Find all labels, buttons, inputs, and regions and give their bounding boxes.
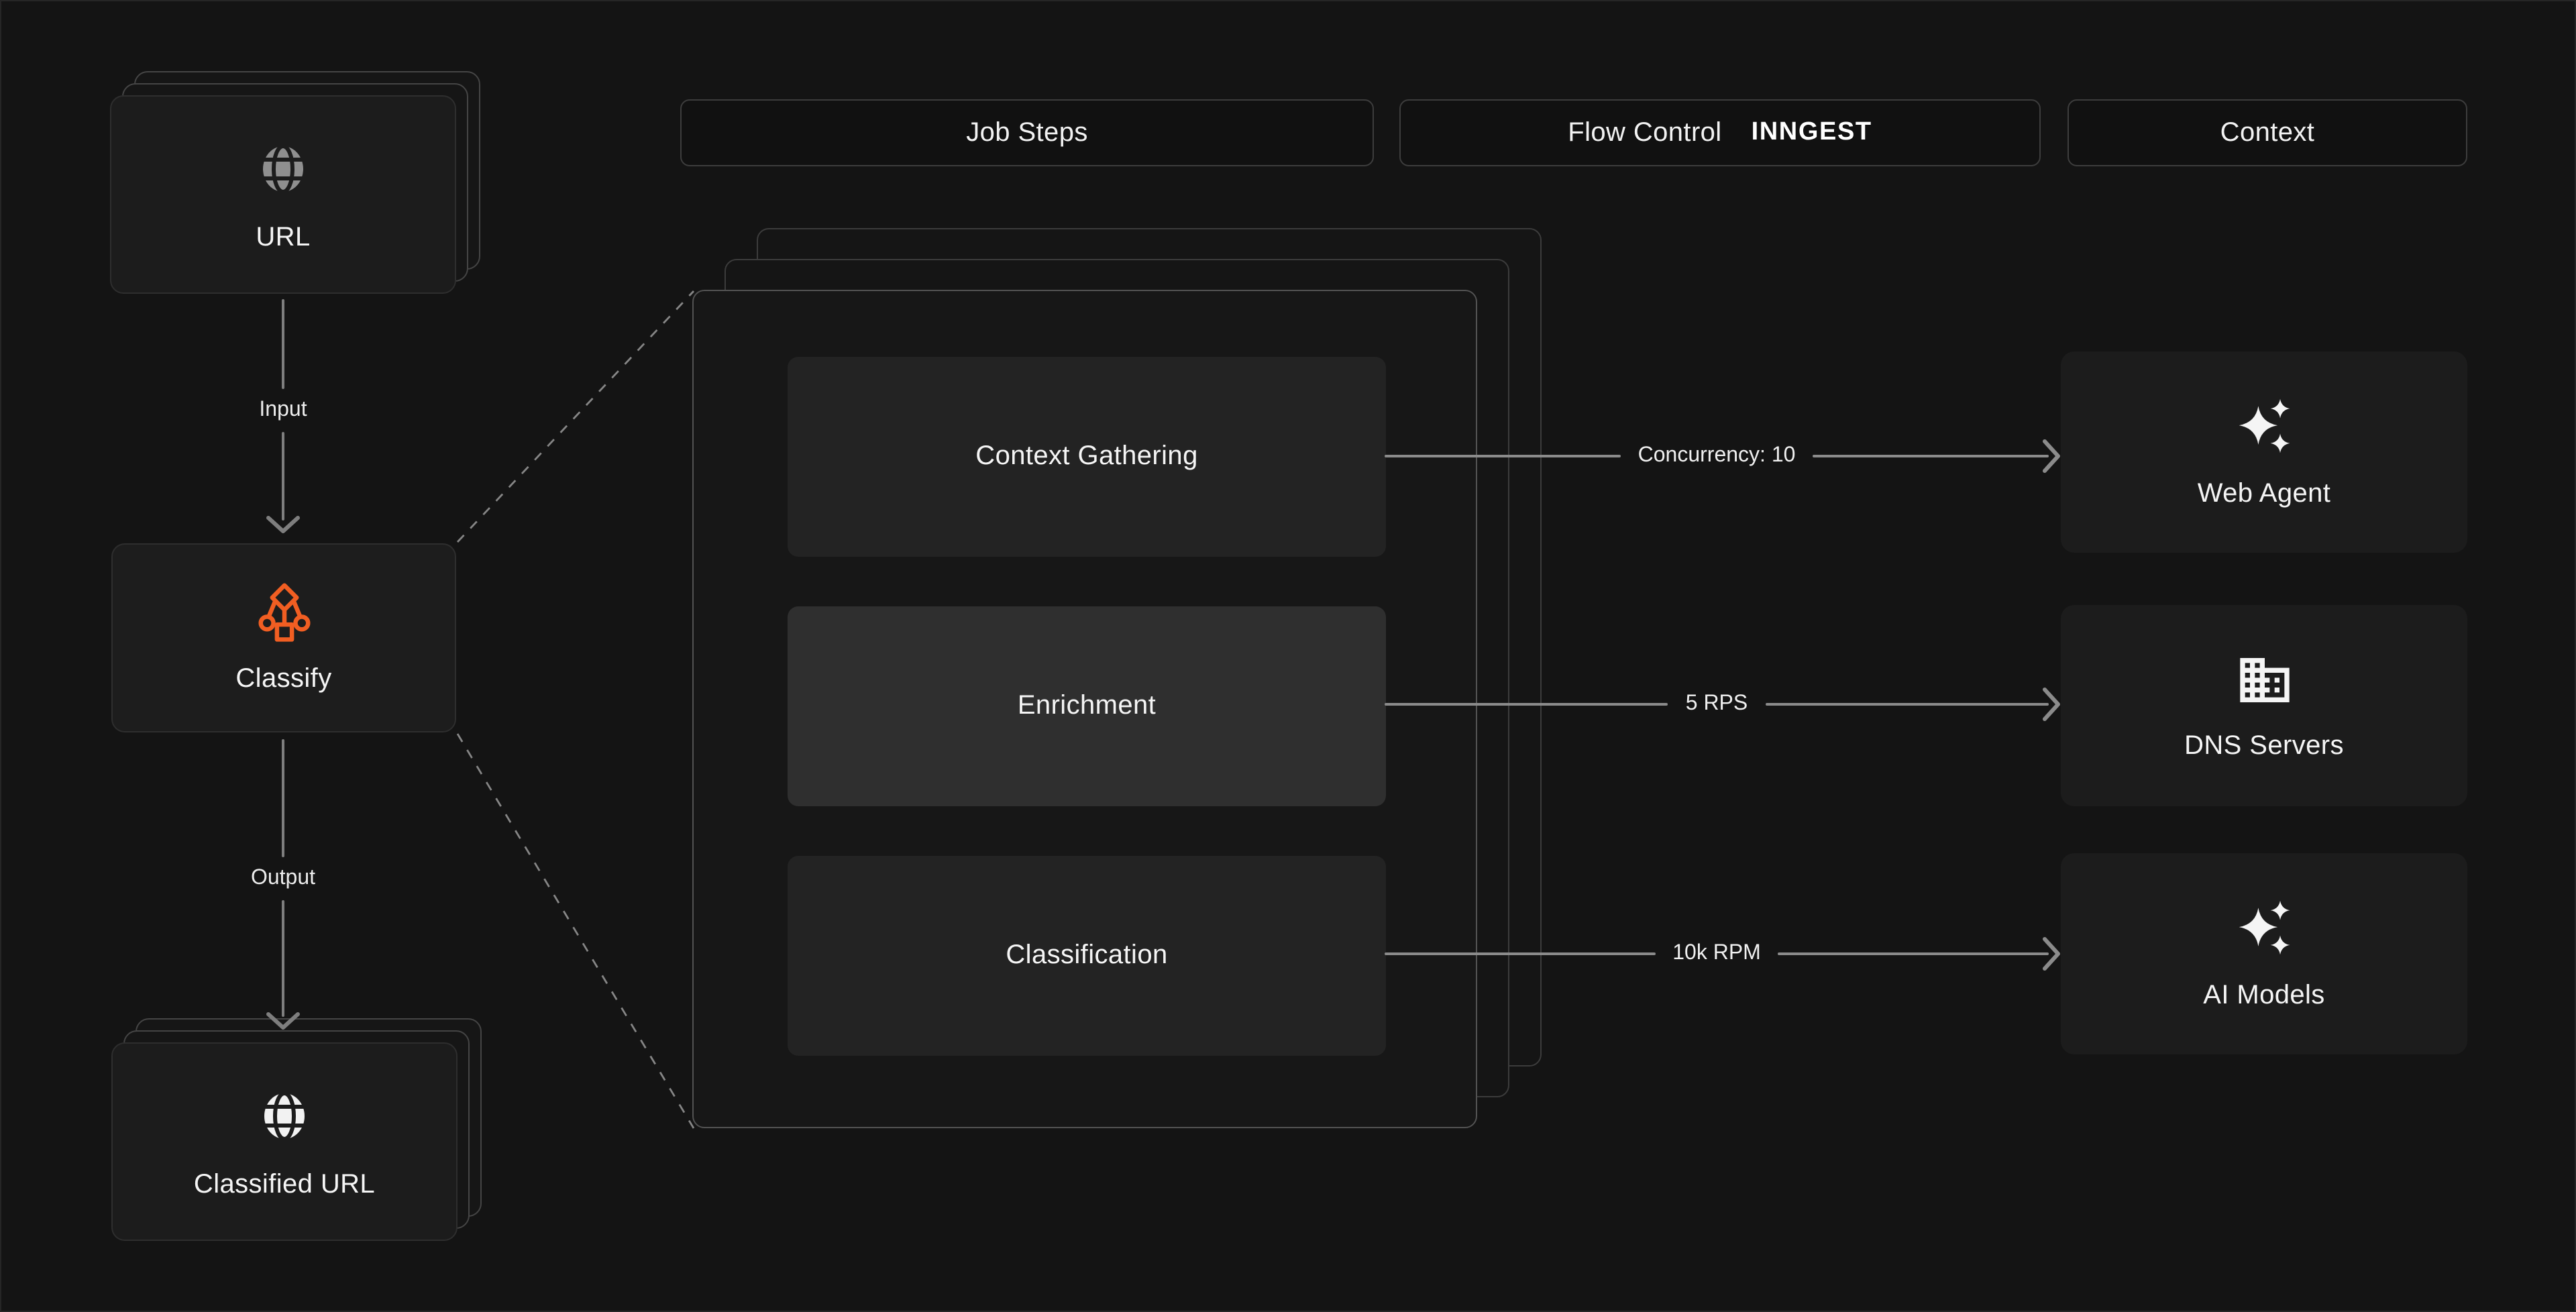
dns-servers-label: DNS Servers (2184, 730, 2344, 760)
ai-models-label: AI Models (2203, 980, 2325, 1009)
rpm-arrow-label: 10k RPM (1672, 942, 1761, 965)
dns-servers-card: DNS Servers (2061, 605, 2467, 806)
arrowhead-down-icon (266, 1012, 300, 1030)
classified-url-card-label: Classified URL (193, 1169, 376, 1199)
flow-control-header-label: Flow Control (1568, 117, 1722, 147)
output-arrow: Output (189, 739, 377, 1032)
output-arrow-label: Output (250, 866, 316, 889)
arrow-line (1385, 455, 1621, 457)
arrow-line (282, 899, 284, 1017)
url-card: URL (110, 95, 456, 294)
globe-icon (251, 136, 315, 209)
inngest-logo: INNGEST (1751, 118, 1872, 146)
step-classification: Classification (788, 856, 1386, 1056)
rps-arrow: 5 RPS (1385, 684, 2062, 724)
classified-url-card: Classified URL (111, 1042, 458, 1241)
sparkles-icon (2233, 897, 2295, 967)
building-icon (2235, 650, 2294, 717)
rps-arrow-label: 5 RPS (1685, 692, 1748, 715)
arrow-line (282, 299, 284, 388)
arrow-line (282, 431, 284, 521)
arrow-line (282, 739, 284, 857)
context-header-label: Context (2220, 117, 2315, 147)
job-steps-header-label: Job Steps (966, 117, 1088, 147)
input-arrow-label: Input (259, 398, 307, 421)
step-context-gathering: Context Gathering (788, 357, 1386, 557)
arrowhead-down-icon (266, 516, 300, 533)
classify-card: Classify (111, 543, 456, 732)
job-steps-card: Context Gathering Enrichment Classificat… (692, 290, 1477, 1128)
sparkles-icon (2233, 395, 2295, 465)
input-arrow: Input (189, 299, 377, 535)
arrowhead-right-icon (2043, 688, 2060, 721)
classify-card-label: Classify (235, 664, 332, 694)
ai-models-card: AI Models (2061, 853, 2467, 1054)
arrowhead-right-icon (2043, 439, 2061, 473)
classify-workflow-icon (253, 581, 315, 651)
concurrency-arrow-label: Concurrency: 10 (1638, 444, 1796, 467)
concurrency-arrow: Concurrency: 10 (1385, 436, 2062, 476)
job-steps-header: Job Steps (680, 99, 1374, 166)
arrow-line (1385, 952, 1656, 955)
flow-control-header: Flow Control INNGEST (1399, 99, 2041, 166)
arrow-line (1813, 455, 2049, 457)
arrow-line (1385, 703, 1668, 706)
arrowhead-right-icon (2043, 937, 2061, 971)
step-enrichment: Enrichment (788, 606, 1386, 806)
arrow-line (1765, 703, 2049, 706)
globe-icon (252, 1083, 317, 1156)
url-card-label: URL (256, 222, 311, 252)
web-agent-card: Web Agent (2061, 351, 2467, 553)
arrow-line (1778, 952, 2049, 955)
step-label: Classification (1006, 940, 1168, 970)
context-header: Context (2068, 99, 2467, 166)
step-label: Enrichment (1017, 691, 1157, 720)
step-label: Context Gathering (975, 441, 1198, 471)
web-agent-label: Web Agent (2197, 478, 2331, 508)
rpm-arrow: 10k RPM (1385, 934, 2062, 974)
